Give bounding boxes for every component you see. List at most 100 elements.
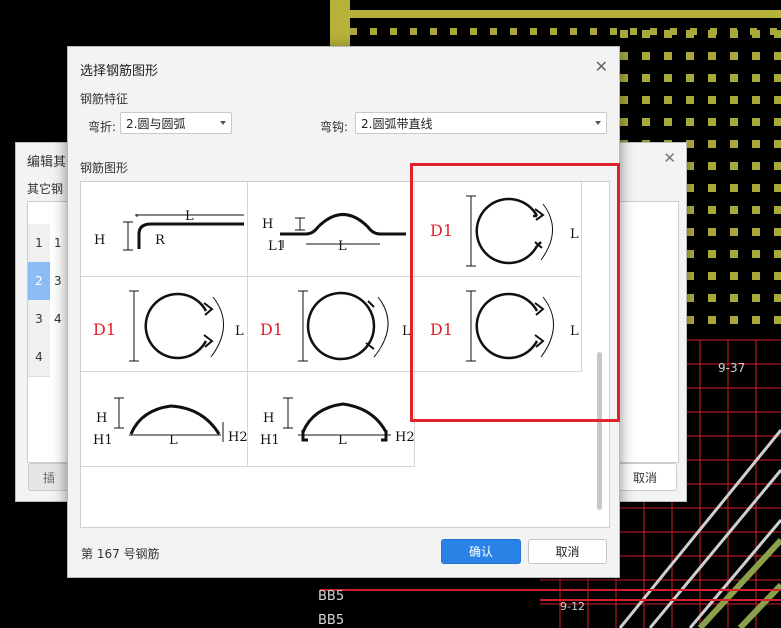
- cad-dot: [664, 52, 672, 60]
- shape-cell-circle-hook-a[interactable]: D1 L: [415, 182, 582, 277]
- cad-dot: [708, 140, 716, 148]
- cad-dot: [774, 96, 781, 104]
- close-icon[interactable]: ✕: [594, 57, 608, 76]
- cad-dot: [730, 118, 738, 126]
- grid-scrollbar[interactable]: [597, 352, 602, 510]
- cad-dot: [752, 74, 760, 82]
- cad-dot: [752, 162, 760, 170]
- cad-dot: [730, 28, 737, 35]
- hook-select[interactable]: 2.圆弧带直线: [355, 112, 607, 134]
- shape-grid: H L R H L1 L: [80, 181, 610, 528]
- cad-dot: [630, 28, 637, 35]
- table-cell[interactable]: 1: [54, 236, 62, 250]
- cad-dot: [774, 184, 781, 192]
- cancel-button[interactable]: 取消: [528, 539, 607, 564]
- feature-section-label: 钢筋特征: [80, 92, 129, 106]
- chevron-down-icon: [220, 121, 226, 125]
- shape-label-d1: D1: [430, 221, 453, 240]
- shape-label-d1: D1: [93, 320, 116, 339]
- cad-dot: [530, 28, 537, 35]
- table-row-number[interactable]: 4: [28, 338, 50, 377]
- cad-dot: [708, 206, 716, 214]
- shape-cell-arc-flat[interactable]: H H1 L H2: [81, 372, 248, 467]
- cad-dot: [450, 28, 457, 35]
- shape-label-r: R: [155, 233, 166, 248]
- cad-dot: [686, 74, 694, 82]
- cad-dot: [510, 28, 517, 35]
- cad-dot: [650, 28, 657, 35]
- shape-label-h: H: [263, 411, 274, 426]
- cad-dot: [750, 28, 757, 35]
- shape-cell-circle-hook-d[interactable]: D1 L: [415, 277, 582, 372]
- cad-dot: [730, 206, 738, 214]
- cad-dot: [686, 140, 694, 148]
- cad-dot: [730, 228, 738, 236]
- table-row-number[interactable]: 3: [28, 300, 50, 339]
- cad-dot: [752, 184, 760, 192]
- shape-cell-circle-hook-c[interactable]: D1 L: [248, 277, 415, 372]
- cad-label: 9-37: [718, 361, 745, 375]
- bend-select[interactable]: 2.圆与圆弧: [120, 112, 232, 134]
- shape-label-h: H: [94, 233, 105, 248]
- cad-dot: [708, 184, 716, 192]
- cad-dot: [490, 28, 497, 35]
- cad-dot: [620, 52, 628, 60]
- cad-dot: [774, 162, 781, 170]
- table-cell[interactable]: 3: [54, 274, 62, 288]
- cad-dot: [664, 74, 672, 82]
- background-cancel-button[interactable]: 取消: [613, 463, 677, 491]
- select-rebar-shape-dialog: 选择钢筋图形 ✕ 钢筋特征 弯折: 2.圆与圆弧 弯钩: 2.圆弧带直线 钢筋图…: [67, 46, 620, 578]
- cad-dot: [774, 206, 781, 214]
- cad-dot: [730, 162, 738, 170]
- cad-dot: [390, 28, 397, 35]
- shape-label-l: L: [338, 433, 347, 448]
- cad-dot: [730, 74, 738, 82]
- cad-dot: [686, 118, 694, 126]
- cad-dot: [686, 250, 694, 258]
- cad-dot: [752, 140, 760, 148]
- cad-dot: [710, 28, 717, 35]
- cad-dot: [774, 52, 781, 60]
- shape-cell-hook-bend[interactable]: H L R: [81, 182, 248, 277]
- table-row-number[interactable]: 1: [28, 224, 50, 263]
- shape-label-h: H: [262, 217, 273, 232]
- cad-dot: [686, 184, 694, 192]
- cad-dot: [410, 28, 417, 35]
- shape-cell-circle-hook-b[interactable]: D1 L: [81, 277, 248, 372]
- cad-dot: [774, 228, 781, 236]
- shape-cell-arc-hooked[interactable]: H H1 L H2: [248, 372, 415, 467]
- cad-dot: [670, 28, 677, 35]
- cad-dot: [708, 96, 716, 104]
- cad-label: BB5: [318, 589, 344, 604]
- table-cell[interactable]: 4: [54, 312, 62, 326]
- confirm-button[interactable]: 确认: [441, 539, 521, 564]
- cad-dot: [730, 184, 738, 192]
- cad-dot: [708, 162, 716, 170]
- cad-dot: [752, 228, 760, 236]
- shape-label-h2: H2: [228, 430, 248, 445]
- cad-dot: [774, 316, 781, 324]
- insert-button[interactable]: 插: [28, 463, 70, 491]
- cad-dot: [570, 28, 577, 35]
- status-text: 第 167 号钢筋: [81, 547, 160, 561]
- cad-dot: [752, 52, 760, 60]
- close-icon[interactable]: ✕: [663, 149, 676, 167]
- shape-label-l: L: [570, 227, 579, 242]
- cad-dot: [752, 316, 760, 324]
- cad-dot: [752, 294, 760, 302]
- cad-dot: [642, 52, 650, 60]
- cad-dot: [686, 228, 694, 236]
- shape-cell-arc-legs[interactable]: H L1 L: [248, 182, 415, 277]
- cad-dot: [620, 118, 628, 126]
- cad-dot: [642, 118, 650, 126]
- cad-dot: [550, 28, 557, 35]
- cad-dot: [708, 316, 716, 324]
- cad-dot: [708, 52, 716, 60]
- cad-dot: [686, 316, 694, 324]
- cad-dot: [774, 118, 781, 126]
- table-row-number[interactable]: 2: [28, 262, 50, 301]
- cad-label: 9-12: [560, 600, 585, 613]
- cad-dot: [350, 28, 357, 35]
- cad-dot: [664, 96, 672, 104]
- cad-dot: [774, 140, 781, 148]
